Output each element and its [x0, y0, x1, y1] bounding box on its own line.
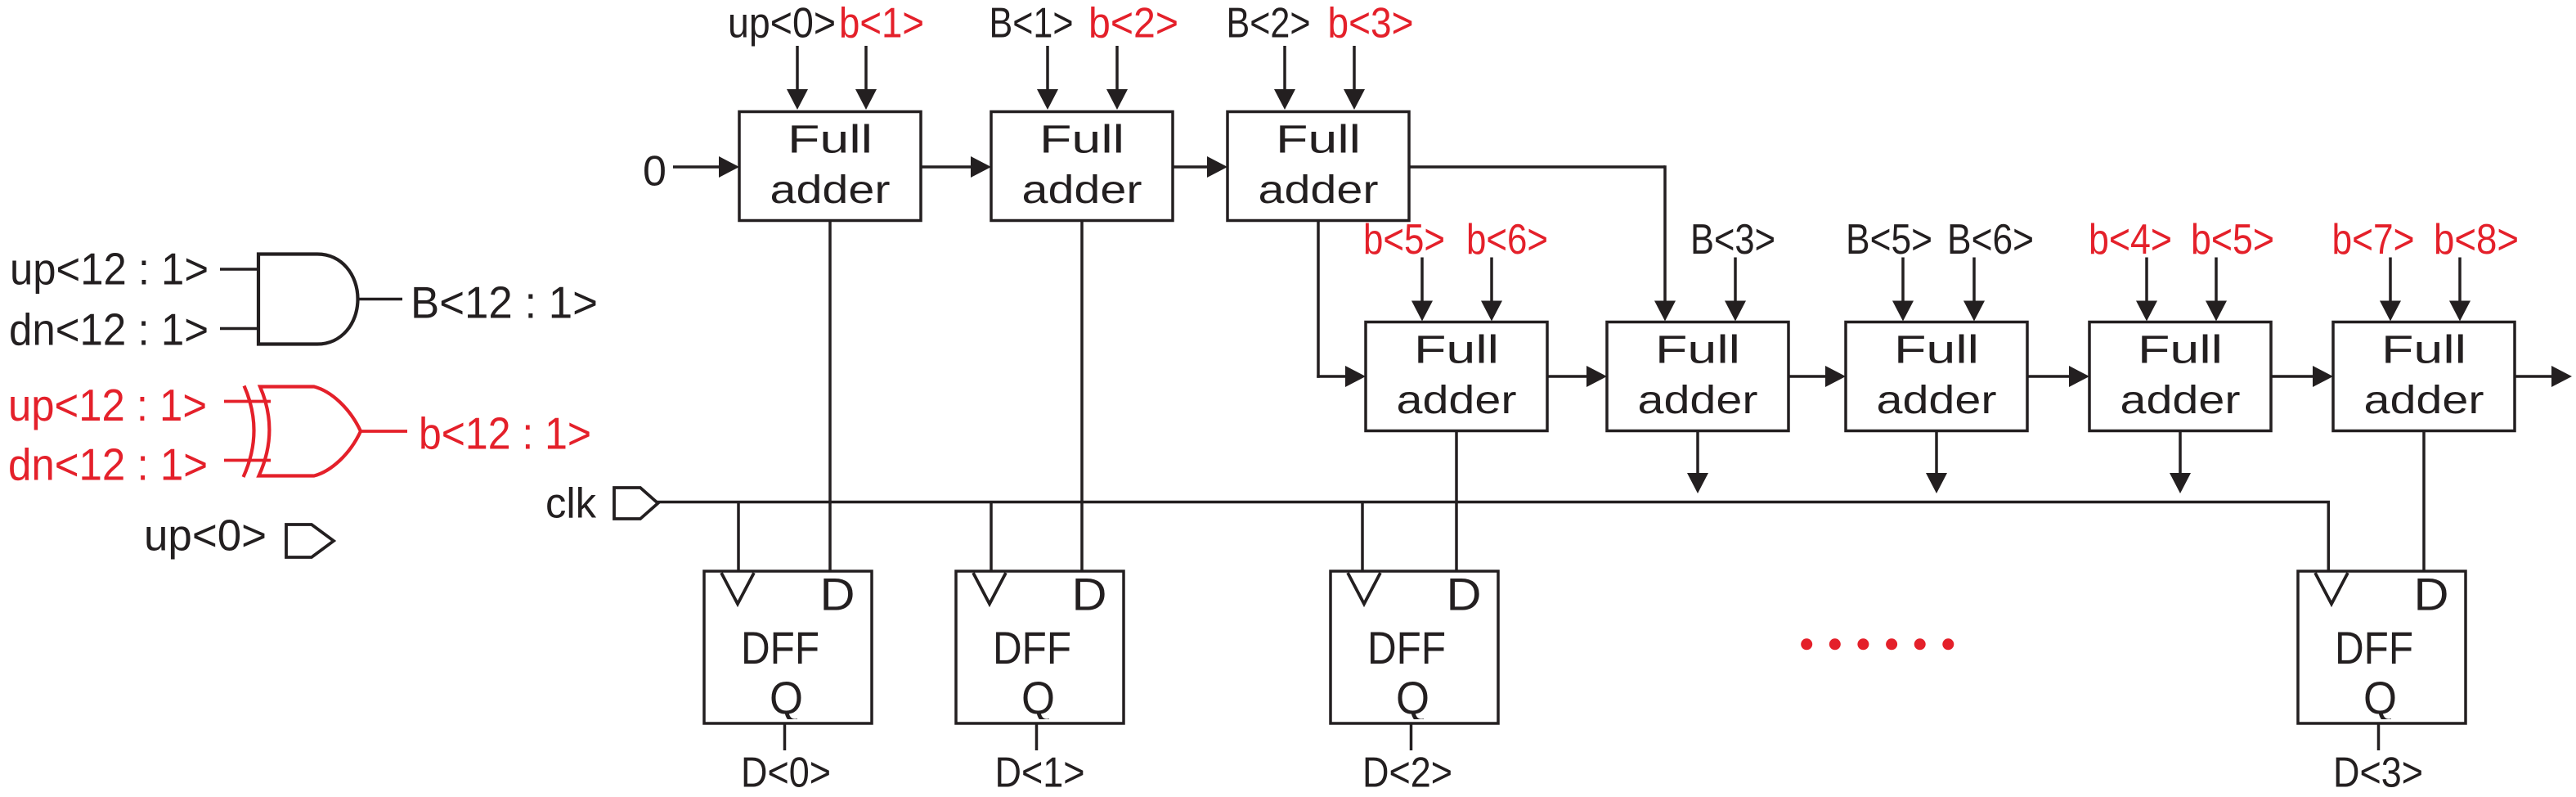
- svg-text:b<6>: b<6>: [1466, 216, 1548, 263]
- svg-text:D<3>: D<3>: [2333, 750, 2423, 797]
- svg-text:dn<12 : 1>: dn<12 : 1>: [9, 304, 209, 355]
- svg-text:B<2>: B<2>: [1227, 0, 1311, 47]
- svg-text:up<12 : 1>: up<12 : 1>: [10, 244, 209, 295]
- svg-text:b<5>: b<5>: [1363, 216, 1445, 263]
- svg-text:b<2>: b<2>: [1088, 0, 1178, 47]
- svg-text:B<6>: B<6>: [1947, 216, 2034, 263]
- svg-text:b<4>: b<4>: [2089, 216, 2172, 263]
- svg-text:up<12 : 1>: up<12 : 1>: [8, 380, 207, 430]
- svg-text:0: 0: [643, 148, 666, 196]
- svg-text:B<1>: B<1>: [990, 0, 1074, 47]
- svg-text:b<12 : 1>: b<12 : 1>: [419, 408, 591, 459]
- svg-text:B<5>: B<5>: [1846, 216, 1932, 263]
- svg-text:up<0>: up<0>: [144, 511, 267, 561]
- svg-text:B<12 : 1>: B<12 : 1>: [411, 277, 598, 328]
- svg-text:D<1>: D<1>: [995, 750, 1085, 797]
- svg-text:B<3>: B<3>: [1690, 216, 1775, 263]
- svg-text:D<0>: D<0>: [741, 750, 831, 797]
- svg-text:b<8>: b<8>: [2434, 216, 2519, 263]
- svg-text:b<5>: b<5>: [2191, 216, 2274, 263]
- svg-text:b<1>: b<1>: [839, 0, 924, 47]
- svg-text:b<7>: b<7>: [2332, 216, 2415, 263]
- svg-text:up<0>: up<0>: [728, 0, 836, 47]
- svg-text:dn<12 : 1>: dn<12 : 1>: [8, 439, 208, 490]
- svg-text:clk: clk: [545, 480, 597, 528]
- svg-text:D<2>: D<2>: [1362, 750, 1452, 797]
- svg-text:b<3>: b<3>: [1328, 0, 1414, 47]
